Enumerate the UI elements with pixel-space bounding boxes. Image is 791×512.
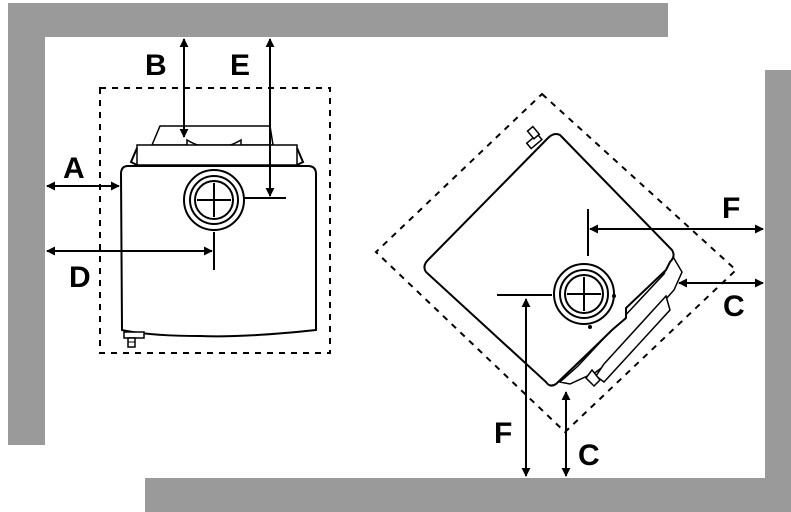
- rail-clip: [585, 368, 602, 388]
- top-plate: [136, 144, 298, 166]
- wall-bottom: [145, 478, 791, 512]
- mounting-bracket: [150, 125, 274, 146]
- bracket-side-left: [129, 147, 138, 166]
- drain-valve-left-icon: [123, 331, 145, 348]
- label-f-lower: F: [494, 417, 512, 450]
- label-c-right: C: [723, 290, 745, 323]
- wall-left: [8, 3, 45, 445]
- flue-bolt-top-right: [612, 294, 616, 298]
- label-e: E: [230, 49, 250, 82]
- flue-bolt-bottom-right: [588, 325, 592, 329]
- label-d: D: [69, 261, 91, 294]
- walls: [8, 3, 791, 512]
- label-c-bottom: C: [578, 439, 600, 472]
- label-b: B: [145, 49, 167, 82]
- clearance-outline-left: [99, 87, 331, 354]
- wall-right: [765, 70, 791, 512]
- unit-left: A B E D: [46, 38, 331, 354]
- label-f-upper: F: [722, 192, 740, 225]
- wall-top-left: [8, 3, 668, 37]
- unit-right: F C F C: [374, 92, 764, 477]
- bracket-side-right: [296, 147, 305, 166]
- unit-body-left: [119, 165, 317, 338]
- drain-valve-right-icon: [525, 125, 543, 150]
- label-a: A: [63, 152, 85, 185]
- unit-body-right: [423, 133, 675, 387]
